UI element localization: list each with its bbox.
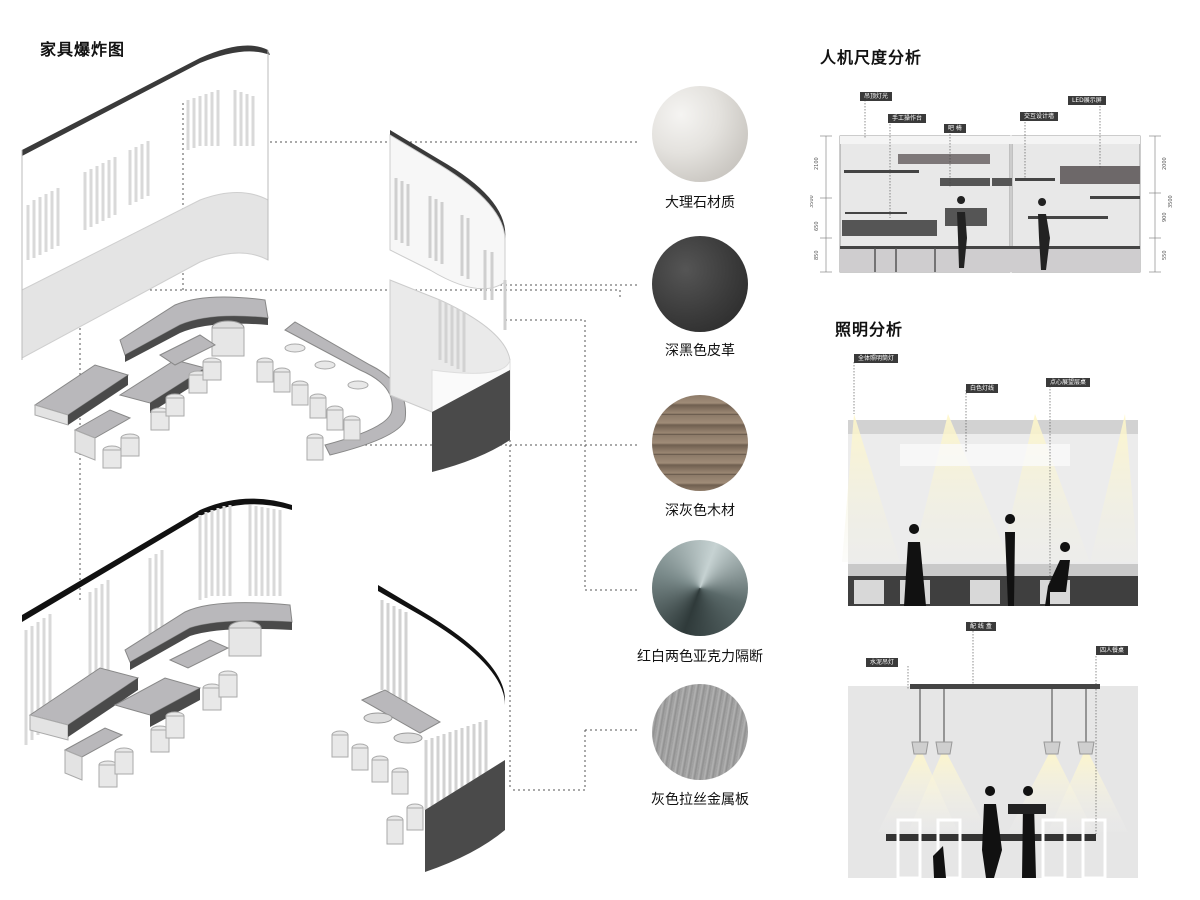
lower-bar-set xyxy=(331,689,442,845)
dark-counter-base-lower xyxy=(425,760,505,872)
dining-figure-3 xyxy=(933,846,946,878)
upper-furniture-set xyxy=(33,296,407,469)
dining-figure-1 xyxy=(982,786,1002,878)
tag-white-lightline: 白色灯线 xyxy=(966,384,999,393)
vertical-slats-lower-right-assembled xyxy=(380,600,488,810)
human-figure-left xyxy=(957,196,967,268)
material-metal xyxy=(652,684,748,780)
dark-counter-base xyxy=(432,370,510,472)
tag-four-seat-table: 四人餐桌 xyxy=(1096,646,1129,655)
tag-bar-chair: 吧 椅 xyxy=(944,124,966,133)
ergonomics-drawing: 2100 3500 650 850 2000 3500 900 550 xyxy=(809,100,1174,273)
lighting-drawing-2 xyxy=(848,628,1138,880)
dim-right-900: 900 xyxy=(1162,212,1168,222)
tag-dessert-table: 点心展望层桌 xyxy=(1046,378,1091,387)
wood-swatch xyxy=(652,395,748,491)
dim-right-2000: 2000 xyxy=(1162,157,1168,170)
lighting-title: 照明分析 xyxy=(835,320,904,339)
material-acrylic xyxy=(652,540,748,636)
material-wood xyxy=(652,395,748,491)
lighting-figure-3 xyxy=(1045,542,1071,606)
vertical-slats-upper-left xyxy=(26,90,255,260)
material-label-metal: 灰色拉丝金属板 xyxy=(651,792,749,808)
dim-left-3500: 3500 xyxy=(810,195,815,208)
material-label-leather: 深黑色皮革 xyxy=(665,343,735,359)
material-leather xyxy=(652,236,748,332)
lighting-elevation-2: 配 线 盒 水泥吊灯 四人餐桌 xyxy=(848,620,1138,880)
dim-left-650: 650 xyxy=(814,221,820,231)
tag-cement-pendant: 水泥吊灯 xyxy=(866,658,899,667)
exploded-furniture-drawing xyxy=(21,45,640,872)
lighting-drawing-1 xyxy=(842,362,1138,606)
curved-screen-right xyxy=(389,134,506,290)
ergonomics-title: 人机尺度分析 xyxy=(820,48,923,67)
material-label-acrylic: 红白两色亚克力隔断 xyxy=(637,649,763,665)
tag-workbench: 手工操作台 xyxy=(888,114,927,123)
leather-swatch xyxy=(652,236,748,332)
lighting-figure-2 xyxy=(1005,514,1016,606)
lighting-figure-1 xyxy=(904,524,926,606)
tag-led-screen: LED展示屏 xyxy=(1068,96,1106,105)
top-rail-lower-right xyxy=(378,585,505,705)
acrylic-swatch xyxy=(652,540,748,636)
material-label-marble: 大理石材质 xyxy=(665,195,735,211)
dim-left-2100: 2100 xyxy=(814,157,820,170)
human-figure-right xyxy=(1038,198,1050,270)
lower-furniture-set xyxy=(28,602,293,788)
tag-ceiling-light: 吊顶灯光 xyxy=(860,92,893,101)
dim-left-850: 850 xyxy=(814,250,820,260)
lighting-elevation-1: 全体照明筒灯 白色灯线 点心展望层桌 xyxy=(840,352,1140,610)
vertical-slats-upper-right xyxy=(394,178,507,330)
dim-right-550: 550 xyxy=(1162,250,1168,260)
dim-right-3500: 3500 xyxy=(1168,195,1174,208)
exploded-view-title: 家具爆炸图 xyxy=(40,40,126,59)
top-rail-upper xyxy=(22,45,270,156)
marble-swatch xyxy=(652,86,748,182)
ergonomics-elevation: 2100 3500 650 850 2000 3500 900 550 吊顶灯光… xyxy=(809,88,1190,278)
tag-junction-box: 配 线 盒 xyxy=(966,622,996,631)
material-marble xyxy=(652,86,748,182)
tag-downlight: 全体照明筒灯 xyxy=(854,354,899,363)
vertical-slats-lower-right xyxy=(438,300,466,372)
tag-interactive-wall: 交互设计墙 xyxy=(1020,112,1059,121)
material-label-wood: 深灰色木材 xyxy=(665,503,735,519)
brushed-metal-swatch xyxy=(652,684,748,780)
